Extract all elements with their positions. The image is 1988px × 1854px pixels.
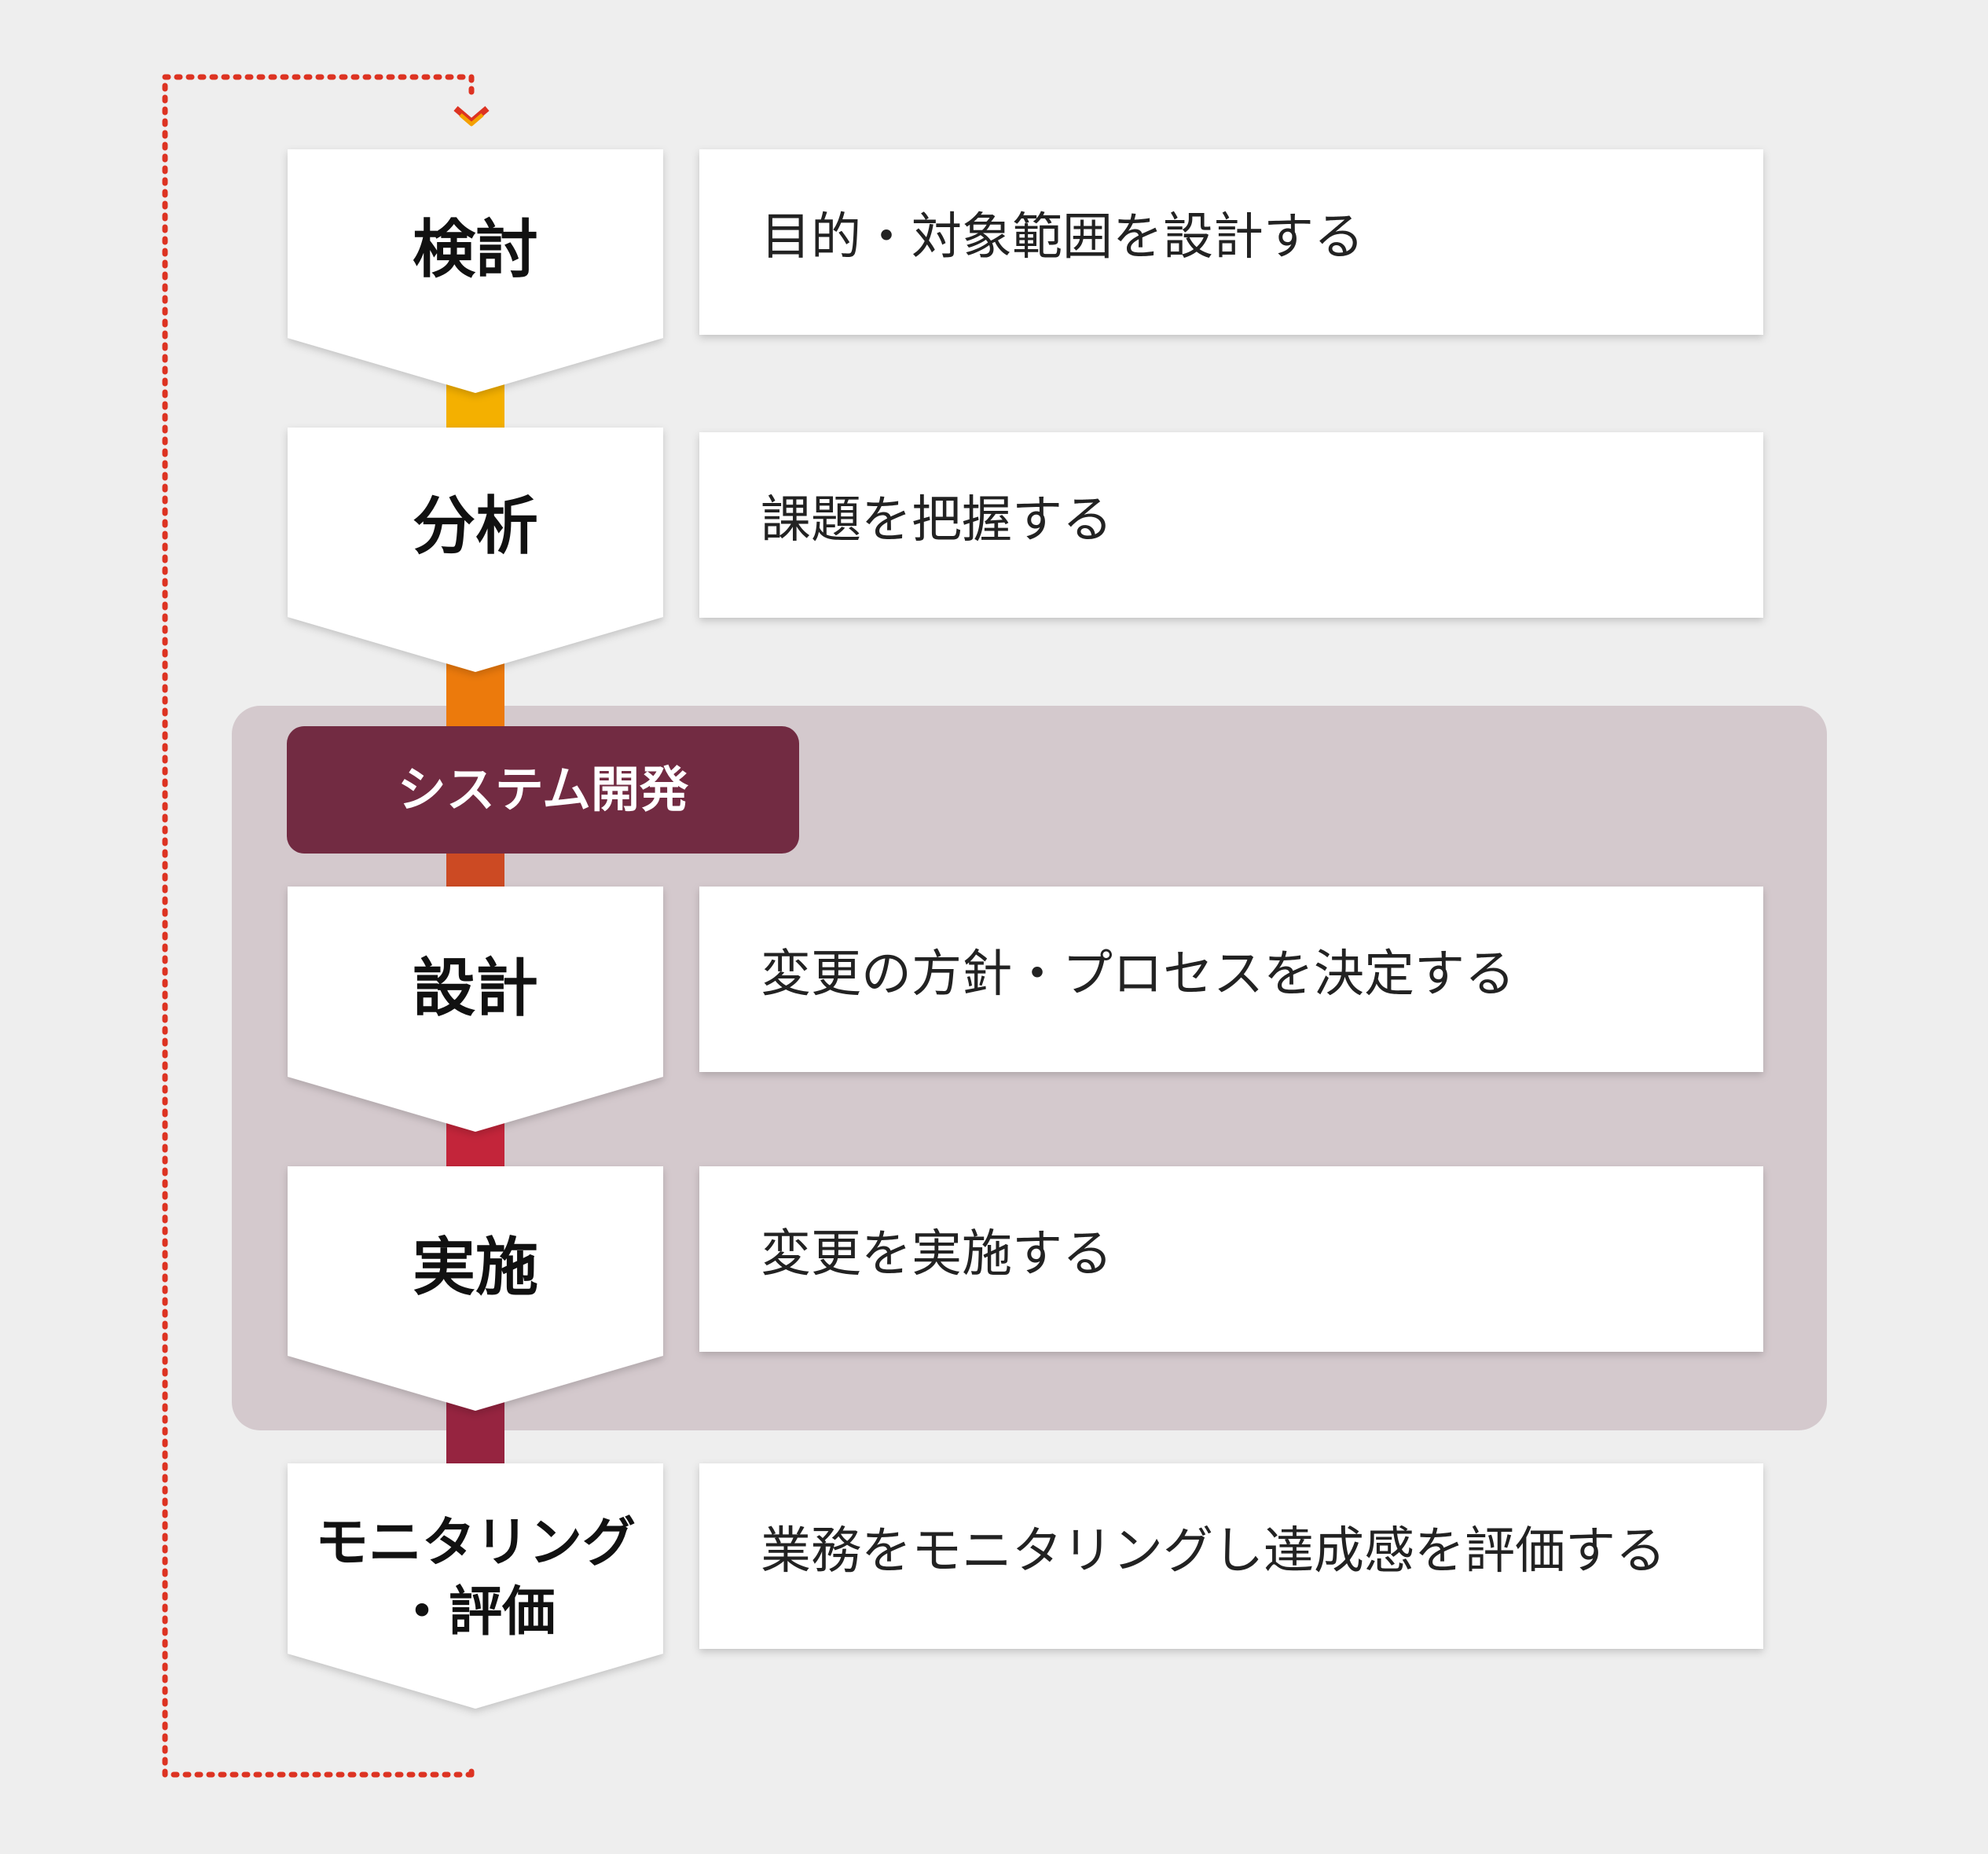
description-card-5 xyxy=(699,1463,1763,1649)
step-label-4: 実施 xyxy=(413,1231,538,1304)
step-description-5: 業務をモニタリングし達成感を評価する xyxy=(761,1522,1666,1580)
step-card-3 xyxy=(288,887,663,1132)
group-title: システム開発 xyxy=(397,761,689,818)
step-label-1: 検討 xyxy=(413,213,538,286)
step-label-2: 分析 xyxy=(413,490,538,563)
step-card-1 xyxy=(288,149,663,393)
step-description-3: 変更の方針・プロセスを決定する xyxy=(761,945,1515,1004)
description-card-3 xyxy=(699,887,1763,1072)
step-card-4 xyxy=(288,1166,663,1411)
description-card-2 xyxy=(699,432,1763,618)
step-label-3: 設計 xyxy=(413,952,538,1025)
step-label-5-line-1: モニタリング xyxy=(314,1512,636,1574)
step-description-4: 変更を実施する xyxy=(761,1225,1113,1283)
group-title-badge xyxy=(287,726,799,854)
step-label-5-line-2: ・評価 xyxy=(394,1581,556,1643)
step-card-5 xyxy=(288,1463,663,1709)
step-card-2 xyxy=(288,428,663,672)
step-description-2: 課題を把握する xyxy=(761,491,1113,549)
step-description-1: 目的・対象範囲を設計する xyxy=(761,208,1364,266)
description-card-4 xyxy=(699,1166,1763,1352)
connector-3 xyxy=(446,852,504,888)
feedback-loop-line xyxy=(162,74,475,1778)
description-card-1 xyxy=(699,149,1763,335)
